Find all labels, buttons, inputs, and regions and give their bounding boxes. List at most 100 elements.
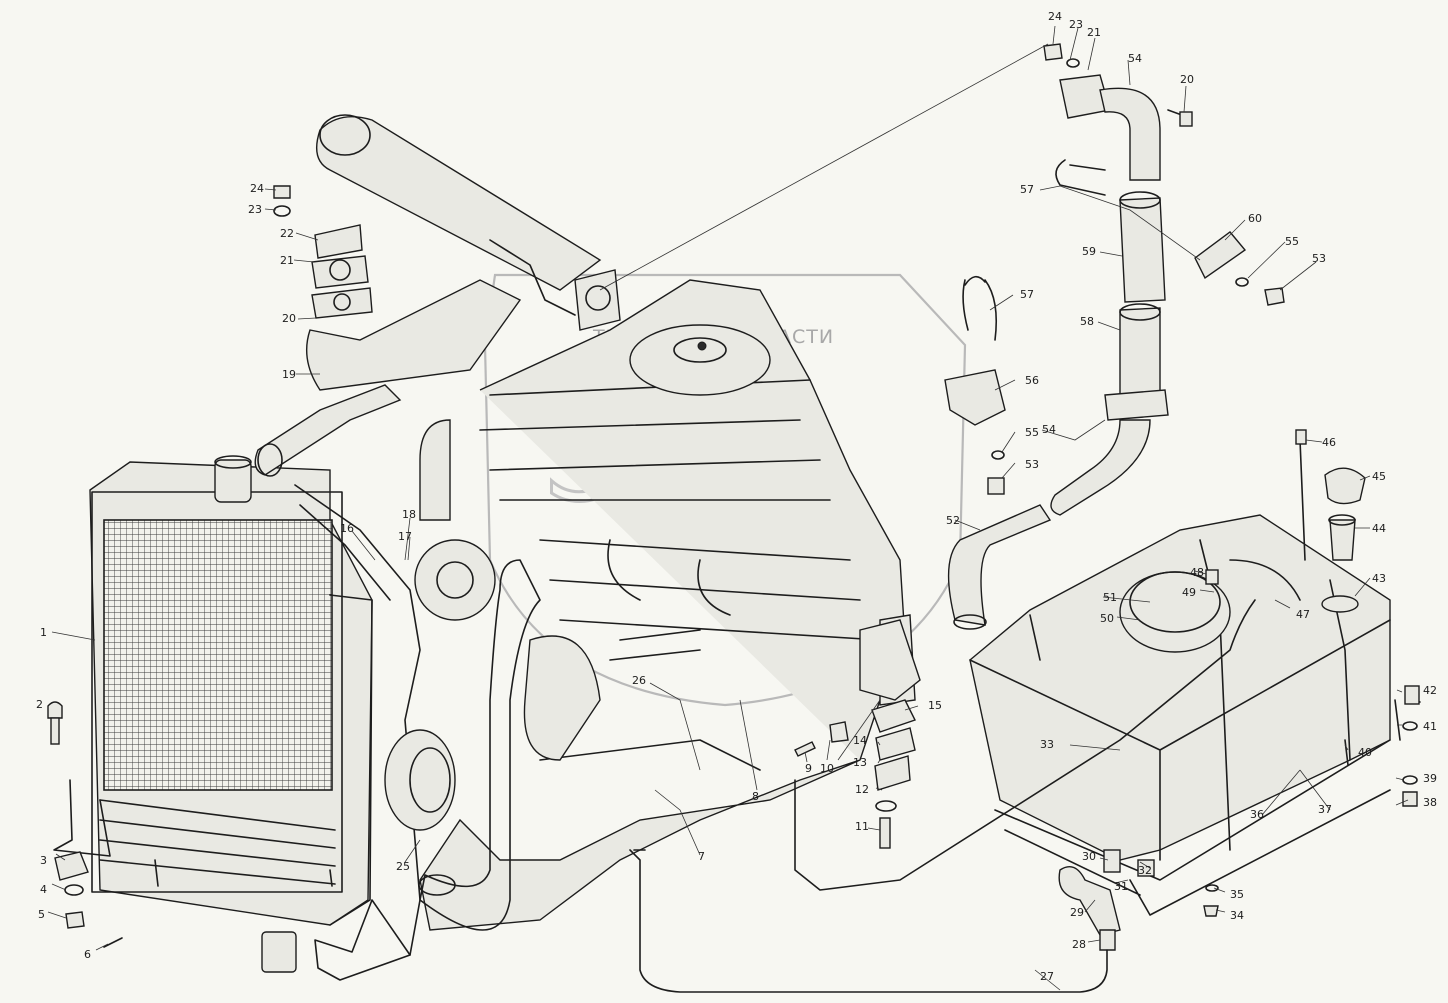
callout-17: 17 [398, 530, 412, 543]
radiator-hoses [418, 419, 541, 931]
callout-24a: 24 [250, 182, 264, 195]
callout-57a: 57 [1020, 288, 1034, 301]
callout-56: 56 [1025, 374, 1039, 387]
fuel-valve-29 [1058, 866, 1121, 936]
exhaust-pipe [254, 384, 402, 476]
callout-30: 30 [1082, 850, 1096, 863]
washer-55a [991, 450, 1005, 460]
fuel-tank [794, 429, 1421, 951]
callout-23a: 23 [248, 203, 262, 216]
generator [414, 539, 496, 621]
callout-4: 4 [40, 883, 47, 896]
callout-39: 39 [1423, 772, 1437, 785]
leader-lines [47, 25, 1409, 991]
callout-1: 1 [40, 626, 47, 639]
callout-13: 13 [853, 756, 867, 769]
callout-40: 40 [1358, 746, 1372, 759]
callout-18: 18 [402, 508, 416, 521]
callout-9: 9 [805, 762, 812, 775]
callout-27: 27 [1040, 970, 1054, 983]
nut-53a [987, 477, 1005, 495]
clamp-56 [944, 369, 1006, 426]
callout-58: 58 [1080, 315, 1094, 328]
washer-23b [1066, 58, 1080, 68]
callout-19: 19 [282, 368, 296, 381]
callout-8: 8 [752, 790, 759, 803]
callout-41: 41 [1423, 720, 1437, 733]
callout-50: 50 [1100, 612, 1114, 625]
bolt-6 [103, 937, 123, 948]
exhaust-manifold [305, 279, 522, 391]
pad-14 [875, 727, 916, 761]
nut-38 [1402, 791, 1418, 807]
callout-60: 60 [1248, 212, 1262, 225]
callout-35: 35 [1230, 888, 1244, 901]
callout-16: 16 [340, 522, 354, 535]
nut-24b [1043, 43, 1063, 61]
callout-42: 42 [1423, 684, 1437, 697]
callout-21a: 21 [280, 254, 294, 267]
callout-59: 59 [1082, 245, 1096, 258]
engine-block [414, 279, 916, 931]
callout-10: 10 [820, 762, 834, 775]
callout-21b: 21 [1087, 26, 1101, 39]
callout-43: 43 [1372, 572, 1386, 585]
callout-54b: 54 [1042, 423, 1056, 436]
callout-53b: 53 [1312, 252, 1326, 265]
callout-48: 48 [1190, 566, 1204, 579]
callout-47: 47 [1296, 608, 1310, 621]
callout-2: 2 [36, 698, 43, 711]
pin-9 [794, 741, 816, 757]
callout-37: 37 [1318, 803, 1332, 816]
exhaust-flange-21 [311, 287, 373, 319]
exhaust-pipe-assembly [944, 43, 1285, 630]
callout-46: 46 [1322, 436, 1336, 449]
nut-32 [1137, 859, 1155, 877]
muffler-flange [574, 269, 621, 331]
fan-hub [384, 729, 456, 831]
pipe-58 [1119, 307, 1161, 403]
callout-26: 26 [632, 674, 646, 687]
fitting-30 [1103, 849, 1121, 873]
callout-55a: 55 [1025, 426, 1039, 439]
callout-28: 28 [1072, 938, 1086, 951]
bolt-11 [879, 817, 891, 849]
callout-15: 15 [928, 699, 942, 712]
pad-15 [871, 699, 916, 733]
callout-6: 6 [84, 948, 91, 961]
nut-34 [1203, 905, 1219, 917]
u-bolt-57a [1055, 159, 1106, 196]
washer-39 [1402, 775, 1418, 785]
nut-5 [65, 911, 85, 929]
callout-49: 49 [1182, 586, 1196, 599]
callout-53a: 53 [1025, 458, 1039, 471]
callout-7: 7 [698, 850, 705, 863]
filler-neck-43 [1321, 595, 1359, 613]
engine-mount [794, 619, 921, 849]
oil-filter [523, 635, 601, 761]
small-parts-left [47, 701, 123, 948]
callout-14: 14 [853, 734, 867, 747]
callout-52: 52 [946, 514, 960, 527]
strap-bolt-40 [1344, 739, 1349, 766]
air-cleaner [629, 324, 771, 396]
fitting-28 [1099, 929, 1116, 951]
washer-23a [273, 205, 291, 217]
elbow-54-bottom [1050, 419, 1151, 516]
bolt-48 [1205, 569, 1219, 585]
washer-41 [1402, 721, 1418, 731]
washer-55b [1235, 277, 1249, 287]
radiator-cap [214, 459, 252, 503]
callout-24b: 24 [1048, 10, 1062, 23]
callout-5: 5 [38, 908, 45, 921]
callout-3: 3 [40, 854, 47, 867]
callout-20a: 20 [282, 312, 296, 325]
callout-23b: 23 [1069, 18, 1083, 31]
washer-4 [64, 884, 84, 896]
callout-11: 11 [855, 820, 869, 833]
watermark-shield [483, 273, 967, 707]
gasket-22 [314, 224, 363, 259]
callout-33: 33 [1040, 738, 1054, 751]
